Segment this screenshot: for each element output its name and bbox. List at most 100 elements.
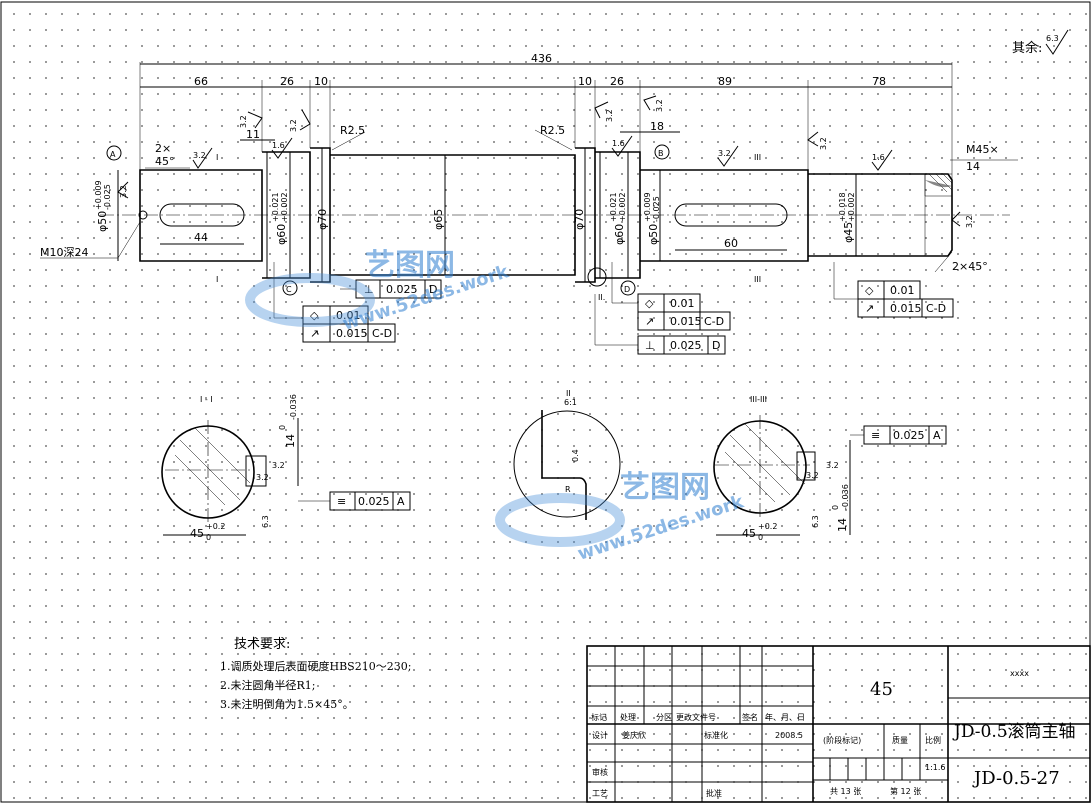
thread-m45: M45× (966, 143, 999, 156)
roughness-symbol-icon (594, 101, 609, 119)
dia-60a: φ60 (275, 224, 288, 245)
roughness-symbol-icon (192, 147, 213, 169)
svg-text:◇: ◇ (865, 284, 874, 297)
dia-45: φ45 (842, 222, 855, 243)
chamfer-left-b: 45° (155, 155, 175, 168)
svg-text:C-D: C-D (926, 302, 946, 315)
svg-text:3.2: 3.2 (806, 471, 819, 480)
dim-10b: 10 (578, 75, 592, 88)
svg-text:0.025: 0.025 (893, 429, 925, 442)
svg-text:⊥: ⊥ (364, 283, 374, 296)
svg-text:3.2: 3.2 (826, 461, 839, 470)
svg-text:+0.021: +0.021 (609, 192, 618, 222)
material: 45 (870, 679, 893, 700)
svg-text:0.4: 0.4 (571, 449, 580, 462)
svg-text:3.2: 3.2 (239, 115, 248, 128)
svg-text:批准: 批准 (706, 788, 722, 798)
svg-text:+0.009: +0.009 (643, 192, 652, 222)
svg-text:0.015: 0.015 (670, 315, 702, 328)
dim-66: 66 (194, 75, 208, 88)
svg-text:分区: 分区 (656, 713, 672, 722)
svg-text:处理: 处理 (620, 712, 636, 722)
svg-text:标准化: 标准化 (704, 730, 728, 740)
svg-text:6.3: 6.3 (261, 515, 270, 528)
svg-text:签名: 签名 (742, 712, 758, 722)
svg-text:2008.5: 2008.5 (775, 731, 803, 740)
horizontal-dimensions: 436 66 26 10 10 26 89 78 11 44 60 18 (139, 52, 953, 251)
svg-text:第 12 张: 第 12 张 (890, 786, 921, 796)
fillet-r25-right: R2.5 (540, 124, 565, 137)
datum-b: B (658, 149, 664, 158)
roughness-symbol-icon (807, 131, 819, 147)
datum-c: C (286, 285, 292, 294)
svg-text:↗: ↗ (310, 327, 319, 340)
section-3-width: 45 (742, 527, 756, 540)
diameter-dimensions: φ50 +0.009 -0.025 φ60 +0.021 +0.002 φ70 … (94, 148, 857, 282)
svg-text:6.3: 6.3 (811, 515, 820, 528)
svg-text:工艺: 工艺 (592, 789, 608, 798)
dia-50b: φ50 (647, 224, 660, 245)
svg-text:+0.2: +0.2 (758, 522, 777, 531)
svg-text:A: A (933, 429, 941, 442)
svg-text:+0.002: +0.002 (618, 192, 627, 222)
section-mark-1b: I (216, 275, 218, 284)
svg-text:0: 0 (278, 425, 287, 430)
tech-item-3: 3.未注明倒角为1.5×45°。 (220, 697, 354, 711)
svg-text:0.025: 0.025 (358, 495, 390, 508)
svg-text:3.2: 3.2 (605, 109, 614, 122)
tech-item-2: 2.未注圆角半径R1; (220, 678, 315, 692)
svg-text:+0.002: +0.002 (847, 192, 856, 222)
datum-a: A (110, 150, 116, 159)
roughness-symbol-icon (1045, 29, 1069, 55)
section-2-scale: 6:1 (564, 398, 577, 407)
svg-text:共 13 张: 共 13 张 (830, 787, 861, 796)
svg-text:-0.025: -0.025 (103, 184, 112, 210)
svg-text:1.6: 1.6 (872, 153, 885, 162)
roughness-symbol-icon (271, 137, 293, 159)
svg-text:◇: ◇ (645, 297, 654, 310)
watermark-2: 艺图网 www.52des.work (495, 470, 747, 565)
svg-text:+0.2: +0.2 (206, 522, 225, 531)
svg-text:-0.036: -0.036 (841, 484, 850, 510)
section-view-1: I - I 45 +0.2 0 14 0 -0.036 3.2 3.2 6.3 … (161, 394, 411, 542)
dia-60b: φ60 (613, 224, 626, 245)
svg-text:↗: ↗ (645, 315, 654, 328)
section-2-title: II (566, 389, 571, 398)
chamfer-left-a: 2× (155, 142, 171, 155)
roughness-symbol-icon (247, 111, 263, 129)
svg-text:⊥: ⊥ (645, 339, 655, 352)
svg-text:3.2: 3.2 (193, 151, 206, 160)
svg-text:3.2: 3.2 (272, 461, 285, 470)
dim-overall: 436 (531, 52, 552, 65)
section-mark-3b: III (754, 275, 761, 284)
dim-11: 11 (246, 128, 260, 141)
svg-text:≡: ≡ (871, 429, 880, 442)
section-mark-1: I (216, 153, 218, 162)
watermark-logo-icon (245, 273, 375, 327)
section-3-title: III-III (750, 395, 767, 404)
roughness-symbol-icon (951, 211, 961, 227)
svg-text:◇: ◇ (310, 309, 319, 322)
svg-text:0.01: 0.01 (670, 297, 695, 310)
roughness-symbol-icon (717, 145, 739, 167)
keyway-left (159, 203, 245, 227)
svg-text:1:1.6: 1:1.6 (925, 763, 946, 772)
chamfer-right: 2×45° (952, 260, 988, 273)
dim-60: 60 (724, 237, 738, 250)
dim-26b: 26 (610, 75, 624, 88)
svg-text:C-D: C-D (704, 315, 724, 328)
dia-left: φ50 (96, 211, 109, 232)
part-name: JD-0.5滚筒主轴 (952, 722, 1076, 742)
tolerance-frames: ⊥ 0.025 D ◇ 0.01 ↗ 0.015 C-D ◇ 0.01 ↗ 0.… (273, 262, 954, 355)
svg-text:艺图网: 艺图网 (620, 470, 710, 505)
svg-text:0.015: 0.015 (890, 302, 922, 315)
section-mark-3: III (754, 153, 761, 162)
dia-70b: φ70 (573, 209, 586, 230)
thread-m10: M10深24 (40, 246, 89, 259)
svg-text:C-D: C-D (372, 327, 392, 340)
svg-text:+0.018: +0.018 (838, 192, 847, 222)
drawing-number: JD-0.5-27 (972, 768, 1060, 789)
dim-78: 78 (872, 75, 886, 88)
company: xxxx (1010, 669, 1029, 678)
